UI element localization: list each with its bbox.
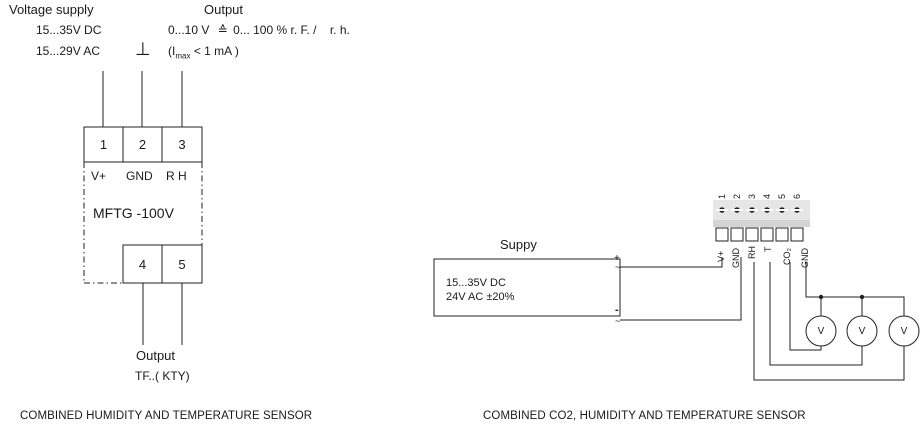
voltmeter-1 — [805, 315, 837, 347]
caption-left: COMBINED HUMIDITY AND TEMPERATURE SENSOR — [20, 410, 313, 422]
terminal-strip — [713, 200, 810, 242]
voltmeter-3-label: V — [900, 325, 908, 337]
wire-t — [769, 262, 863, 366]
terminal-2: 2 — [138, 137, 147, 152]
pin-number-2: 2 — [732, 193, 742, 199]
output-humidity-range: 0... 100 % r. F. / — [233, 23, 317, 37]
pin-number-4: 4 — [762, 193, 772, 199]
imax-suffix: < 1 mA ) — [193, 44, 239, 58]
voltmeter-3 — [888, 315, 920, 347]
label-v-plus: V+ — [91, 169, 107, 183]
voltage-supply-dc: 15...35V DC — [36, 23, 102, 37]
terminal-block-top — [83, 126, 203, 163]
wire-supply-plus — [620, 257, 723, 268]
wire-co2 — [789, 262, 822, 351]
supply-title: Suppy — [500, 237, 537, 252]
pin-number-3: 3 — [747, 193, 757, 199]
voltmeter-2-label: V — [858, 325, 866, 337]
pin-label-gnd-2: GND — [800, 248, 810, 268]
output-imax: (Imax < 1 mA ) — [168, 44, 239, 60]
terminal-1: 1 — [99, 137, 108, 152]
label-gnd: GND — [126, 169, 153, 183]
output-rh-label: r. h. — [329, 23, 350, 37]
supply-tilde-top: ~ — [615, 262, 621, 272]
caption-right: COMBINED CO2, HUMIDITY AND TEMPERATURE S… — [483, 410, 806, 422]
pin-number-1: 1 — [717, 193, 727, 199]
voltmeter-1-label: V — [817, 325, 825, 337]
wire-rh — [753, 262, 905, 381]
wire-supply-minus — [620, 257, 742, 321]
voltage-supply-ac: 15...29V AC — [36, 44, 101, 58]
terminal-3: 3 — [178, 137, 186, 152]
pin-label-t: T — [763, 246, 773, 253]
output-top-title: Output — [204, 2, 244, 17]
supply-minus-sign: - — [615, 304, 619, 316]
pin-number-5: 5 — [777, 193, 787, 199]
pin-label-v-plus: V+ — [716, 250, 726, 262]
ground-symbol-icon: ⊥ — [135, 39, 151, 59]
terminal-5: 5 — [178, 256, 186, 272]
supply-tilde-bottom: ~ — [615, 316, 621, 326]
voltage-supply-title: Voltage supply — [9, 2, 94, 17]
supply-ac: 24V AC ±20% — [446, 291, 515, 303]
corresponds-symbol-icon: ≙ — [217, 23, 228, 37]
imax-subscript: max — [175, 51, 191, 61]
wire-gnd-common — [805, 262, 905, 316]
supply-box — [433, 258, 621, 317]
output-voltage-range: 0...10 V — [168, 23, 210, 37]
pin-label-gnd-1: GND — [731, 248, 741, 268]
model-name: MFTG -100V — [93, 205, 174, 221]
output-bottom-type: TF..( KTY) — [135, 369, 190, 383]
label-rh: R H — [166, 169, 187, 183]
pin-number-6: 6 — [792, 193, 802, 199]
imax-prefix: (I — [168, 44, 176, 58]
terminal-4: 4 — [138, 256, 147, 272]
output-top-range: 0...10 V ≙ 0... 100 % r. F. / r. h. — [168, 23, 350, 37]
voltmeter-2 — [846, 315, 878, 347]
output-bottom-title: Output — [136, 348, 176, 363]
pin-label-co2: CO₂ — [782, 248, 792, 265]
supply-dc: 15...35V DC — [446, 277, 506, 289]
pin-label-rh: RH — [747, 246, 757, 259]
supply-plus-sign: + — [614, 253, 620, 264]
